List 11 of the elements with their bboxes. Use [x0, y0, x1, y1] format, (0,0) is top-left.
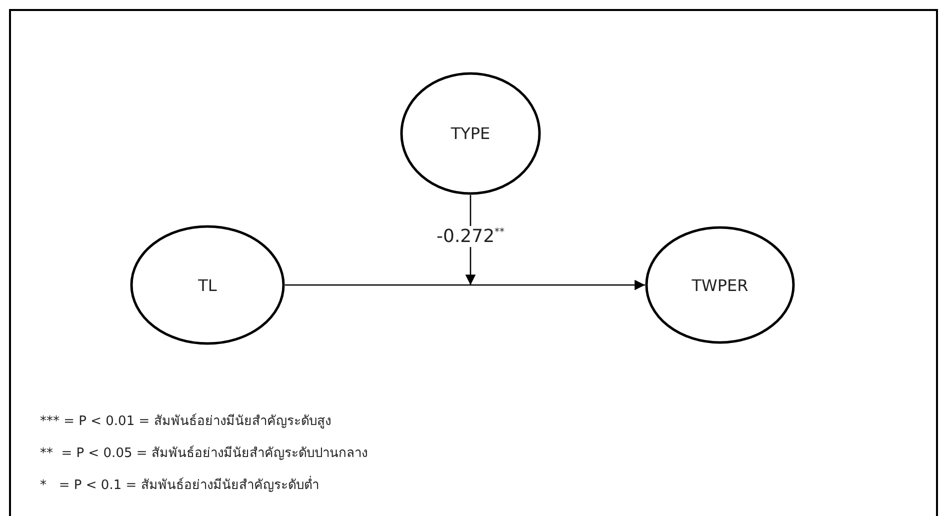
- node-label: TL: [198, 276, 217, 294]
- node-label: TWPER: [692, 276, 748, 294]
- ellipse-node: [645, 226, 795, 344]
- ellipse-node: [130, 225, 285, 345]
- arrow: [285, 280, 645, 290]
- note-text: ** = P < 0.05 = สัมพันธ์อย่างมีนัยสำคัญระดับปานกลาง: [40, 444, 368, 463]
- ellipse-node: [400, 72, 541, 195]
- node-label: TYPE: [450, 124, 490, 143]
- edge-label: -0.272$^{**}$: [434, 226, 507, 246]
- note-text: * = P < 0.1 = สัมพันธ์อย่างมีนัยสำคัญระดับต่ำ: [40, 474, 319, 495]
- note-text: *** = P < 0.01 = สัมพันธ์อย่างมีนัยสำคัญระดับสูง: [40, 412, 331, 431]
